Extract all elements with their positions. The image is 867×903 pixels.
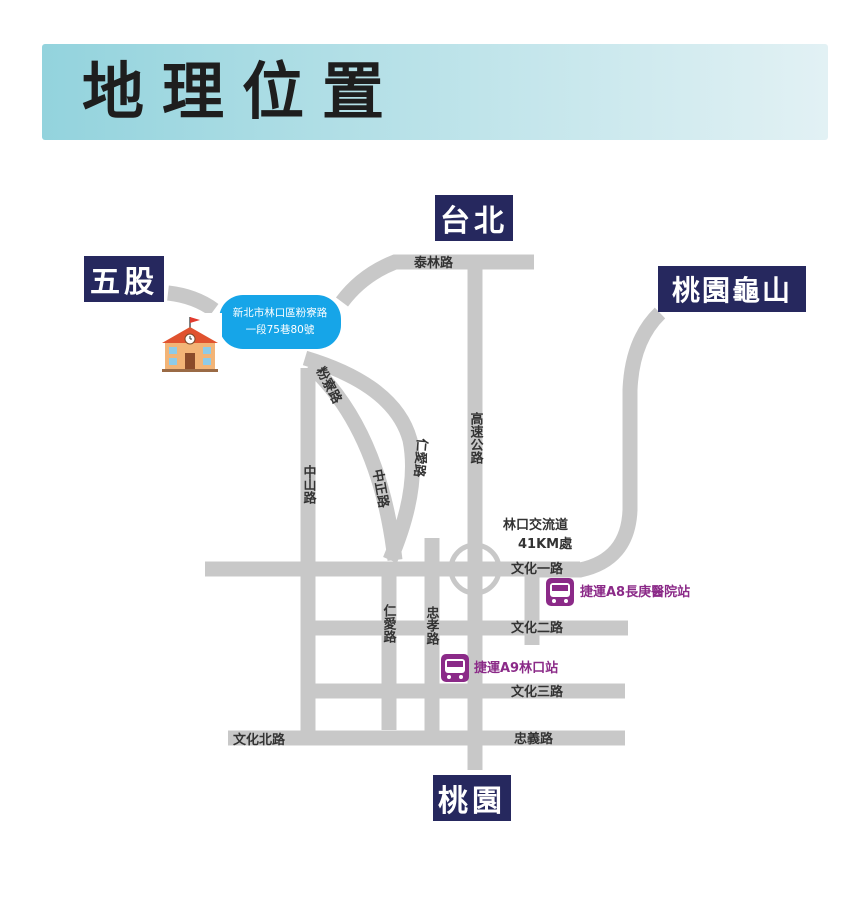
road-zhongzheng [304,359,403,561]
direction-wugu: 五股 [84,256,164,302]
label-road-wenhua-north: 文化北路 [233,732,286,748]
address-line-2: 一段75巷80號 [245,324,315,336]
direction-taipei: 台北 [435,195,513,241]
label-road-zhongxiao: 忠孝路 [424,605,441,645]
label-interchange-name: 林口交流道 [503,517,568,533]
label-road-zhongyi: 忠義路 [514,731,554,747]
label-road-wenhua2: 文化二路 [511,620,564,636]
page-title: 地理位置 [82,55,403,128]
road-tailin [335,254,534,307]
label-road-highway: 高速公路 [468,411,484,464]
interchange-ring [448,542,502,596]
label-road-wenhua1: 文化一路 [511,561,564,577]
direction-taoyuan: 桃園 [433,775,511,821]
road-fenliao [302,350,420,563]
address-line-1: 新北市林口區粉寮路 [232,307,328,319]
label-road-zhongzheng: 中正路 [369,468,392,510]
address-bubble: 新北市林口區粉寮路 一段75巷80號 [219,295,341,349]
metro-station-a8-label: 捷運A8長庚醫院站 [580,584,690,600]
label-road-tailin: 泰林路 [413,255,454,271]
metro-station-a8: 捷運A8長庚醫院站 [546,578,690,606]
direction-taoyuan-guishan: 桃園龜山 [658,266,806,312]
label-road-wenhua3: 文化三路 [511,684,564,700]
label-interchange-km: 41KM處 [518,536,573,552]
metro-station-a9: 捷運A9林口站 [441,654,558,682]
label-road-zhongshan: 中山路 [301,464,317,504]
metro-station-a9-label: 捷運A9林口站 [474,660,558,676]
school-building-icon [158,313,222,375]
label-road-renai-upper: 仁愛路 [411,438,430,479]
label-road-renai-lower: 仁愛路 [381,603,397,643]
title-banner: 地理位置 [42,44,828,140]
road-wugu-link [167,285,219,317]
road-guishan [524,307,666,645]
